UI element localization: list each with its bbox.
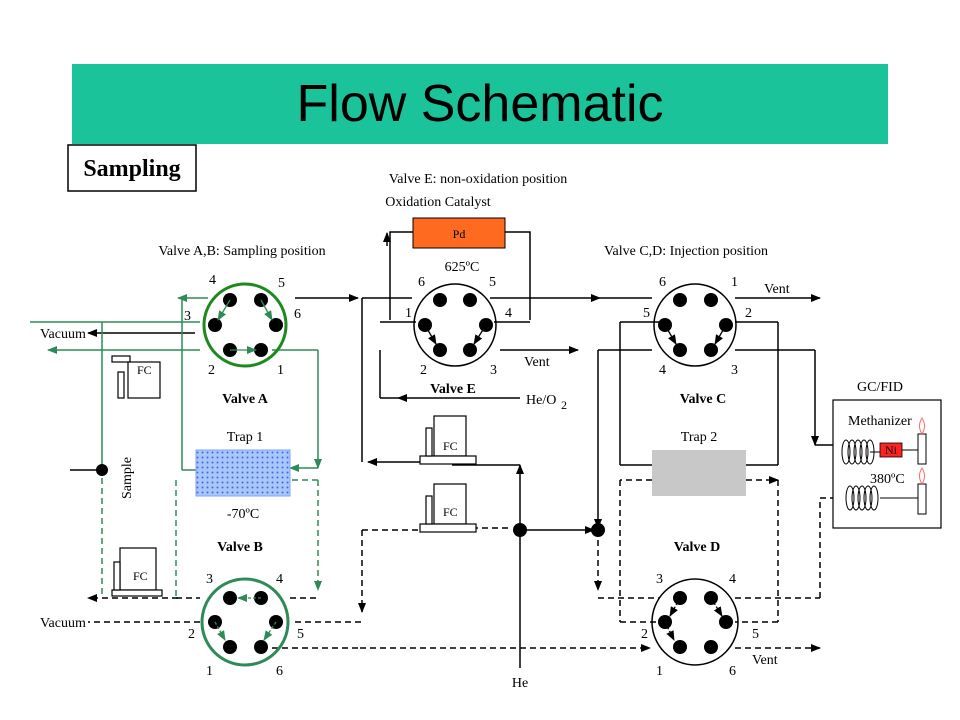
trap-1-label: Trap 1 [227,430,263,445]
valve-a-port: 3 [184,309,191,324]
valve-c: 6 1 5 2 4 3 Valve C [643,275,752,407]
valve-ab-header: Valve A,B: Sampling position [158,244,325,259]
fc-label: FC [137,363,152,377]
valve-a-label: Valve A [222,392,269,407]
valve-e: 6 5 1 4 2 3 Valve E [405,275,512,397]
valve-e-port: 5 [489,275,496,290]
valve-d-port: 5 [752,627,759,642]
valve-b: 3 4 2 5 1 6 Valve B [188,540,304,679]
flow-controller: FC [111,547,163,597]
sample-label: Sample [120,457,135,499]
he-o2-text: He/O [526,393,556,408]
he-o2-subscript: 2 [561,398,567,412]
oxidation-catalyst-label: Oxidation Catalyst [385,195,490,210]
green-flow-lines [30,294,322,596]
valve-e-port: 4 [505,306,512,321]
valve-d-port: 6 [729,664,736,679]
valve-c-port: 2 [745,306,752,321]
valve-b-port: 5 [297,627,304,642]
valve-e-port: 3 [490,363,497,378]
valve-a-port: 1 [277,363,284,378]
temp-625-label: 625ºC [445,260,480,275]
dashed-flow-lines [87,476,843,652]
valve-a: 4 5 3 6 2 1 Valve A [184,273,301,407]
valve-d-port: 3 [656,572,663,587]
valve-b-port: 6 [276,664,283,679]
he-label: He [512,676,528,691]
valve-b-port: 4 [276,572,283,587]
valve-d-port: 2 [641,627,648,642]
methanizer-label: Methanizer [848,414,912,429]
he-o2-label: He/O 2 [526,393,567,412]
page-title: Flow Schematic [296,75,664,133]
ni-label: Ni [885,443,898,457]
solid-flow-lines [70,231,843,668]
column-coil-lower [845,485,879,511]
valve-d-port: 1 [656,664,663,679]
vent-label-d: Vent [752,653,778,668]
fc-label: FC [133,569,148,583]
flow-controller: FC [419,483,477,533]
valve-d: 3 4 2 5 1 6 Valve D [641,540,759,679]
valve-c-port: 4 [659,363,666,378]
valve-e-port: 1 [405,306,412,321]
valve-c-port: 6 [659,275,666,290]
valve-cd-header: Valve C,D: Injection position [604,244,768,259]
valve-c-port: 3 [731,363,738,378]
temp-380-label: 380ºC [870,472,905,487]
vent-label-c: Vent [764,282,790,297]
trap-1-temp: -70ºC [227,507,259,522]
valve-a-port: 6 [294,307,301,322]
trap-2: Trap 2 [652,430,746,496]
fc-label: FC [443,439,458,453]
valve-d-label: Valve D [674,540,721,555]
valve-a-port: 2 [208,363,215,378]
valve-b-label: Valve B [217,540,263,555]
valve-b-port: 3 [206,572,213,587]
vacuum-label-top: Vacuum [40,327,86,342]
valve-a-port: 5 [278,276,285,291]
mode-box: Sampling [67,144,197,192]
pd-label: Pd [453,227,466,241]
flow-controller: FC [419,415,477,465]
valve-d-port: 4 [729,572,736,587]
fc-label: FC [443,505,458,519]
gc-fid-label: GC/FID [857,380,903,395]
mode-label: Sampling [83,156,180,182]
gc-fid: GC/FID Methanizer Ni 380ºC [832,380,942,529]
trap-2-label: Trap 2 [681,430,717,445]
junctions [96,464,605,537]
valve-a-port: 4 [209,273,216,288]
valve-e-port: 6 [418,275,425,290]
valve-e-header: Valve E: non-oxidation position [389,172,567,187]
vacuum-label-bottom: Vacuum [40,616,86,631]
valve-c-label: Valve C [680,392,727,407]
valve-c-port: 1 [731,275,738,290]
valve-b-port: 2 [188,627,195,642]
pd-catalyst: Pd [412,217,506,249]
title-bar: Flow Schematic [72,64,888,144]
flow-controller: FC [111,355,161,399]
valve-c-port: 5 [643,306,650,321]
valve-e-port: 2 [420,363,427,378]
trap-1: Trap 1 -70ºC [195,430,291,522]
valve-b-port: 1 [206,664,213,679]
valve-e-label: Valve E [430,382,476,397]
vent-label-e: Vent [524,355,550,370]
